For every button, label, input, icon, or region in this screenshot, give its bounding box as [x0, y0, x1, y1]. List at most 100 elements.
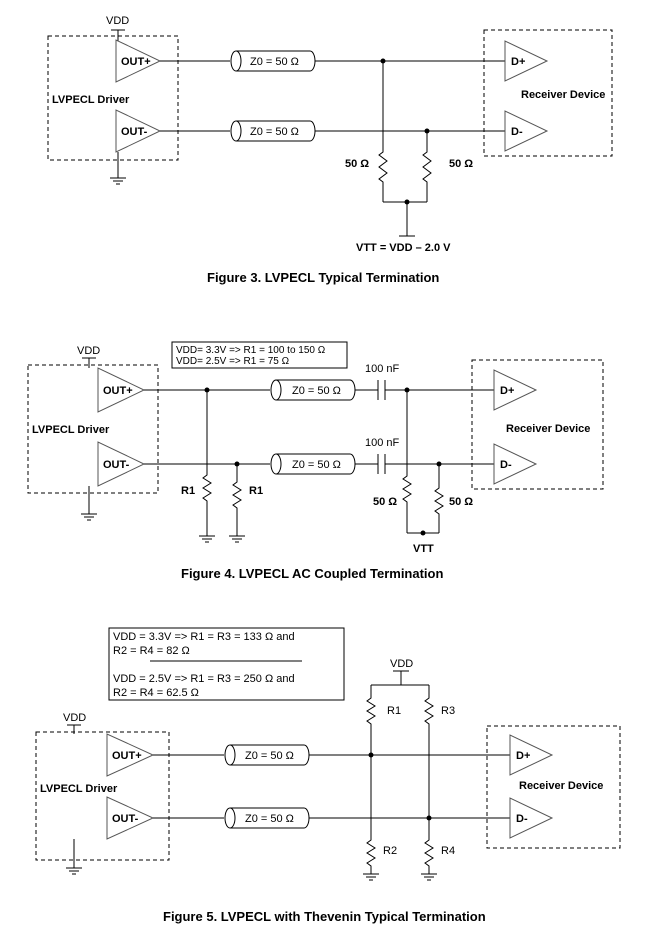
out-minus-amplifier [97, 441, 146, 487]
d-plus-label: D+ [516, 750, 530, 762]
transmission-line-top [224, 744, 310, 766]
note-line-1: VDD = 3.3V => R1 = R3 = 133 Ω and [113, 631, 295, 643]
resistor-r2 [366, 755, 376, 874]
lvpecl-driver-box [27, 364, 159, 494]
resistor-r4 [424, 818, 434, 874]
resistor-left [402, 390, 412, 533]
transmission-line-top [230, 50, 316, 72]
receiver-device-box [483, 29, 613, 157]
resistor-left [378, 61, 388, 202]
r1-label: R1 [387, 705, 401, 717]
ground-icon [66, 867, 82, 875]
note-line-3: VDD = 2.5V => R1 = R3 = 250 Ω and [113, 673, 295, 685]
d-minus-label: D- [511, 126, 523, 138]
capacitor-bottom-label: 100 nF [365, 437, 400, 449]
z0-bottom-label: Z0 = 50 Ω [245, 813, 294, 825]
resistor-r3 [424, 685, 434, 818]
out-minus-label: OUT- [103, 459, 130, 471]
d-plus-amplifier [504, 40, 549, 82]
out-minus-amplifier [115, 109, 162, 153]
figure-5-caption: Figure 5. LVPECL with Thevenin Typical T… [163, 909, 486, 924]
resistor-r1 [366, 685, 376, 755]
note-box [108, 627, 345, 701]
ground-icon [110, 177, 126, 185]
resistor-right-label: 50 Ω [449, 496, 473, 508]
ground-icon [421, 873, 437, 881]
resistor-right [434, 464, 444, 533]
note-line-1: VDD= 3.3V => R1 = 100 to 150 Ω [176, 345, 326, 356]
d-minus-amplifier [504, 110, 549, 152]
z0-top-label: Z0 = 50 Ω [250, 56, 299, 68]
ground-icon [363, 873, 379, 881]
z0-bottom-label: Z0 = 50 Ω [250, 126, 299, 138]
receiver-label: Receiver Device [506, 423, 590, 435]
d-minus-amplifier [493, 443, 538, 485]
resistor-r1-left [202, 390, 212, 536]
out-plus-amplifier [97, 367, 146, 413]
vdd-label: VDD [77, 345, 100, 357]
out-plus-amplifier [106, 733, 155, 777]
transmission-line-bottom [224, 807, 310, 829]
r1-left-label: R1 [181, 485, 195, 497]
resistor-right-label: 50 Ω [449, 158, 473, 170]
r3-label: R3 [441, 705, 455, 717]
note-box [171, 341, 348, 369]
ground-icon [81, 513, 97, 521]
vdd-top-label: VDD [390, 658, 413, 670]
figure-3: VDD LVPECL Driver OUT+ OUT- Z0 = 50 Ω [47, 15, 613, 285]
receiver-device-box [486, 725, 621, 849]
out-plus-label: OUT+ [103, 385, 133, 397]
transmission-line-bottom [230, 120, 316, 142]
resistor-left-label: 50 Ω [373, 496, 397, 508]
capacitor-top [377, 380, 386, 400]
d-plus-label: D+ [511, 56, 525, 68]
d-minus-label: D- [516, 813, 528, 825]
transmission-line-top [270, 379, 356, 401]
out-plus-amplifier [115, 39, 162, 83]
figure-4: VDD= 3.3V => R1 = 100 to 150 Ω VDD= 2.5V… [27, 341, 604, 581]
out-minus-amplifier [106, 796, 155, 840]
receiver-device-box [471, 359, 604, 490]
transmission-line-bottom [270, 453, 356, 475]
receiver-label: Receiver Device [521, 89, 605, 101]
capacitor-top-label: 100 nF [365, 363, 400, 375]
d-plus-amplifier [509, 734, 554, 776]
figure-4-caption: Figure 4. LVPECL AC Coupled Termination [181, 566, 443, 581]
r2-label: R2 [383, 845, 397, 857]
out-plus-label: OUT+ [121, 56, 151, 68]
note-line-2: VDD= 2.5V => R1 = 75 Ω [176, 356, 290, 367]
ground-icon [229, 535, 245, 543]
resistor-right [422, 131, 432, 202]
resistor-left-label: 50 Ω [345, 158, 369, 170]
out-minus-label: OUT- [121, 126, 148, 138]
d-plus-amplifier [493, 369, 538, 411]
resistor-r1-right [232, 464, 242, 536]
ground-icon [199, 535, 215, 543]
d-plus-label: D+ [500, 385, 514, 397]
driver-label: LVPECL Driver [52, 94, 130, 106]
z0-top-label: Z0 = 50 Ω [292, 385, 341, 397]
out-plus-label: OUT+ [112, 750, 142, 762]
r4-label: R4 [441, 845, 455, 857]
z0-top-label: Z0 = 50 Ω [245, 750, 294, 762]
capacitor-bottom [377, 454, 386, 474]
driver-label: LVPECL Driver [32, 424, 110, 436]
receiver-label: Receiver Device [519, 780, 603, 792]
z0-bottom-label: Z0 = 50 Ω [292, 459, 341, 471]
note-line-4: R2 = R4 = 62.5 Ω [113, 687, 199, 699]
driver-label: LVPECL Driver [40, 783, 118, 795]
r1-right-label: R1 [249, 485, 263, 497]
lvpecl-driver-box [35, 731, 170, 861]
lvpecl-driver-box [47, 35, 179, 161]
vtt-label: VTT = VDD – 2.0 V [356, 242, 451, 254]
out-minus-label: OUT- [112, 813, 139, 825]
vdd-label: VDD [106, 15, 129, 27]
figure-5: VDD = 3.3V => R1 = R3 = 133 Ω and R2 = R… [35, 627, 621, 924]
d-minus-amplifier [509, 797, 554, 839]
vtt-label: VTT [413, 543, 434, 555]
vdd-driver-label: VDD [63, 712, 86, 724]
junction-dot [420, 530, 426, 536]
figure-3-caption: Figure 3. LVPECL Typical Termination [207, 270, 439, 285]
d-minus-label: D- [500, 459, 512, 471]
note-line-2: R2 = R4 = 82 Ω [113, 645, 190, 657]
